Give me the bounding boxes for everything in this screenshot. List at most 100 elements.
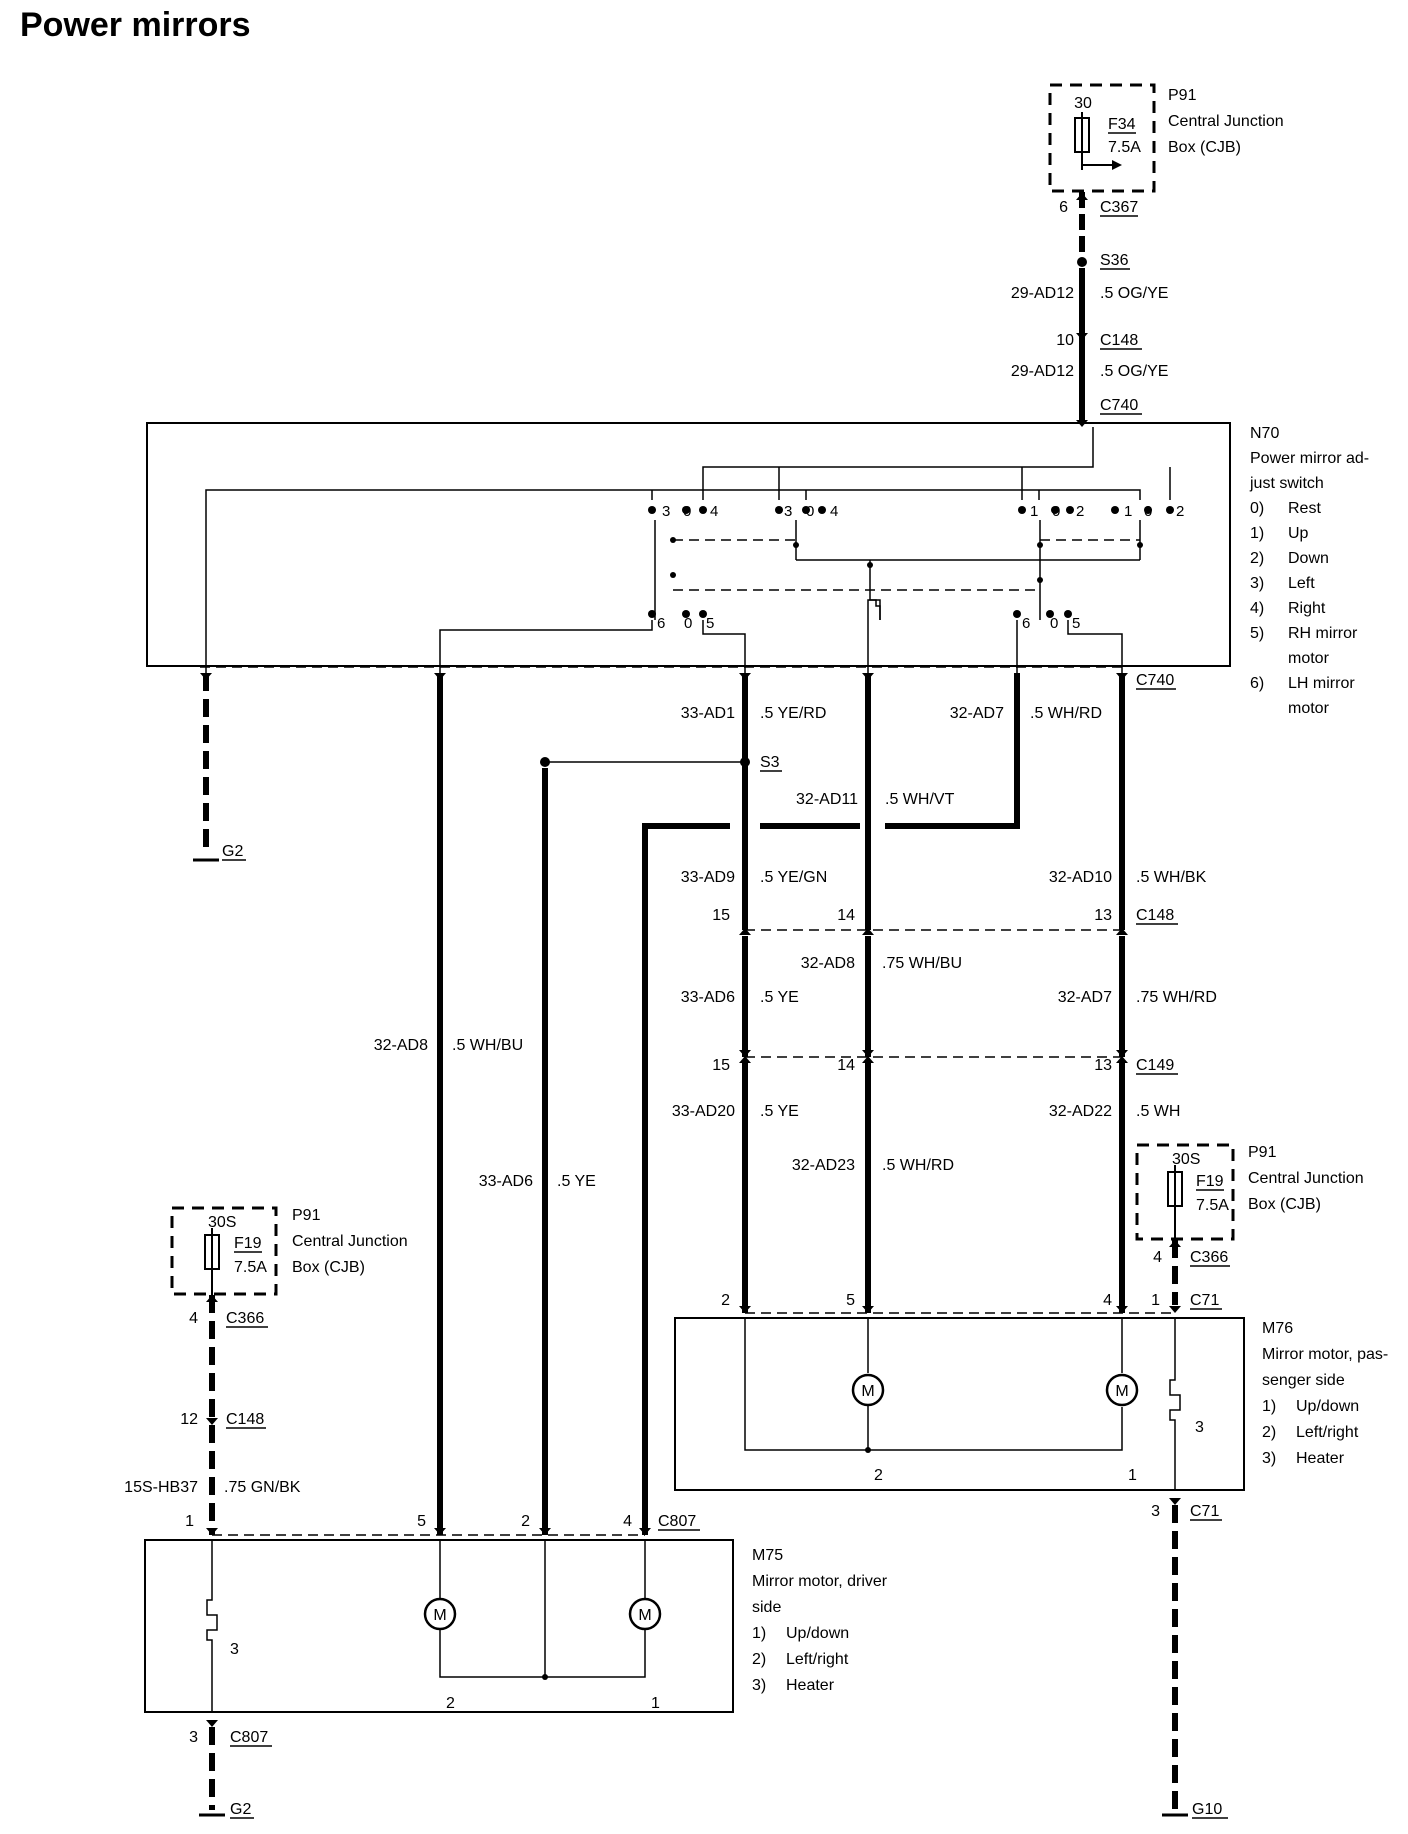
wire-circuit: 33-AD1 <box>681 705 735 722</box>
feed-wire-top: S36 29-AD12 .5 OG/YE 10 C148 29-AD12 .5 … <box>1011 192 1168 427</box>
legend-text: Heater <box>786 1677 835 1694</box>
wire-33-ad-column: S3 33-AD1 .5 YE/RD 33-AD9 .5 YE/GN 33-AD… <box>672 673 827 1313</box>
contact-label: 2 <box>1176 503 1184 520</box>
legend-text: Heater <box>1296 1450 1345 1467</box>
connector-c148-row: 15 14 13 C148 <box>712 907 1178 931</box>
wire-circuit: 32-AD7 <box>950 705 1004 722</box>
splice-s36-dot <box>1077 257 1087 267</box>
contact-label: 0 <box>683 503 691 520</box>
n70-id: N70 <box>1250 425 1279 442</box>
connector-label: C148 <box>1136 907 1174 924</box>
m75-name-2: side <box>752 1599 781 1616</box>
legend-num: 2) <box>752 1651 766 1668</box>
legend-num: 4) <box>1250 600 1264 617</box>
connector-c740-top: C740 <box>1100 397 1138 414</box>
wire-spec: .5 YE/GN <box>760 869 827 886</box>
m76-passenger-mirror-motor: 2 5 4 1 C71 M M 2 1 3 M76 Mirror motor, … <box>674 1292 1388 1819</box>
wire-spec: .5 YE <box>760 989 799 1006</box>
fuse-terminal: 30S <box>208 1214 236 1231</box>
contact-label: 6 <box>657 615 665 632</box>
c148-top-pin: 10 <box>1056 332 1074 349</box>
connector-c366-right: C366 <box>1190 1249 1228 1266</box>
legend-text: LH mirror <box>1288 675 1355 692</box>
legend-num: 3) <box>1262 1450 1276 1467</box>
p91-top-fuse: F34 <box>1108 116 1136 133</box>
p91-top-name-2: Box (CJB) <box>1168 139 1241 156</box>
pin-label: 4 <box>1103 1292 1112 1309</box>
motor-icon <box>423 1597 457 1631</box>
n70-name-1: Power mirror ad- <box>1250 450 1369 467</box>
contact-label: 0 <box>1052 503 1060 520</box>
p91-left-name-1: Central Junction <box>292 1233 408 1250</box>
pin-label: 15 <box>712 907 730 924</box>
fuse-rating: 7.5A <box>1196 1197 1229 1214</box>
motor-symbol: M <box>1115 1383 1128 1400</box>
wire-spec: .75 GN/BK <box>224 1479 301 1496</box>
connector-c71-top: C71 <box>1190 1292 1219 1309</box>
contact-label: 4 <box>710 503 718 520</box>
wire-circuit: 32-AD11 <box>796 791 858 808</box>
heater-label: 3 <box>230 1641 239 1658</box>
legend-text: Up <box>1288 525 1309 542</box>
wire-spec: .5 WH/RD <box>882 1157 954 1174</box>
connector-c740-bottom: C740 <box>1136 672 1174 689</box>
wire-circuit: 33-AD20 <box>672 1103 735 1120</box>
pin-label: 4 <box>1153 1249 1162 1266</box>
m76-id: M76 <box>1262 1320 1293 1337</box>
wire-circuit: 33-AD6 <box>681 989 735 1006</box>
legend-num: 6) <box>1250 675 1264 692</box>
contact-label: 5 <box>1072 615 1080 632</box>
wire-32-ad11: 32-AD11 .5 WH/VT <box>642 673 1020 1535</box>
wire-spec: .5 WH/RD <box>1030 705 1102 722</box>
legend-text: Right <box>1288 600 1326 617</box>
pin-label: 12 <box>180 1411 198 1428</box>
wire-29-ad12-spec-a: .5 OG/YE <box>1100 285 1168 302</box>
heater-icon <box>206 1540 218 1712</box>
wire-spec: .5 YE/RD <box>760 705 826 722</box>
contact-label: 6 <box>1022 615 1030 632</box>
p91-right-id: P91 <box>1248 1144 1277 1161</box>
wire-circuit: 32-AD22 <box>1049 1103 1112 1120</box>
fuse-id: F19 <box>1196 1173 1224 1190</box>
motor-label: 2 <box>446 1695 455 1712</box>
connector-c366-left: C366 <box>226 1310 264 1327</box>
legend-text: motor <box>1288 700 1330 717</box>
wire-32-ad-center-column: 32-AD8 .75 WH/BU 32-AD23 .5 WH/RD <box>792 673 962 1313</box>
motor-icon <box>628 1597 662 1631</box>
splice-s36: S36 <box>1100 252 1129 269</box>
ground-g2-bottom-label: G2 <box>230 1801 251 1818</box>
n70-top-contacts: 3 0 4 3 0 4 1 0 2 1 0 2 <box>648 503 1184 520</box>
ground-label: G2 <box>222 843 243 860</box>
pin-label: 13 <box>1094 1057 1112 1074</box>
motor-icon <box>851 1373 885 1407</box>
ground-g2-top: G2 <box>193 673 246 862</box>
splice-s3: S3 <box>760 754 780 771</box>
contact-label: 0 <box>806 503 814 520</box>
wire-circuit: 32-AD7 <box>1058 989 1112 1006</box>
contact-label: 2 <box>1076 503 1084 520</box>
wire-spec: .5 WH <box>1136 1103 1180 1120</box>
pin-label: 2 <box>721 1292 730 1309</box>
m76-name-1: Mirror motor, pas- <box>1262 1346 1388 1363</box>
wire-32-ad8-left: 32-AD8 .5 WH/BU <box>374 673 523 1535</box>
motor-label: 1 <box>651 1695 660 1712</box>
p91-top-terminal: 30 <box>1074 95 1092 112</box>
legend-num: 3) <box>752 1677 766 1694</box>
wire-circuit: 15S-HB37 <box>124 1479 198 1496</box>
m75-name-1: Mirror motor, driver <box>752 1573 888 1590</box>
heater-icon <box>1169 1318 1181 1490</box>
p91-top-name-1: Central Junction <box>1168 113 1284 130</box>
legend-num: 1) <box>1250 525 1264 542</box>
pin-label: 3 <box>1151 1503 1160 1520</box>
legend-num: 0) <box>1250 500 1264 517</box>
p91-top-id: P91 <box>1168 87 1197 104</box>
legend-text: Rest <box>1288 500 1321 517</box>
p91-left-id: P91 <box>292 1207 321 1224</box>
pin-label: 14 <box>837 907 855 924</box>
legend-num: 3) <box>1250 575 1264 592</box>
legend-num: 1) <box>752 1625 766 1642</box>
p91-right-name-1: Central Junction <box>1248 1170 1364 1187</box>
wire-spec: .5 WH/BK <box>1136 869 1207 886</box>
wire-circuit: 32-AD8 <box>374 1037 428 1054</box>
